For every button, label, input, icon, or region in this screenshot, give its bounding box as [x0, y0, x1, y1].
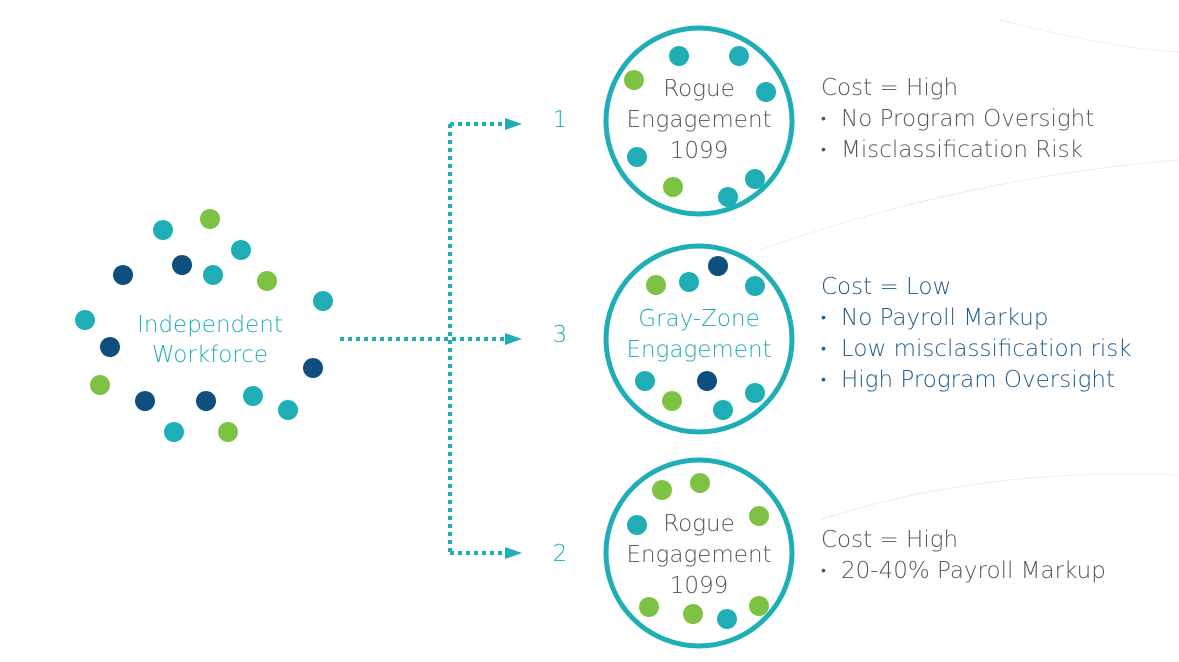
bullet-item: • No Program Oversight: [821, 104, 1094, 135]
decor-dot: [624, 70, 644, 90]
decor-dot: [257, 271, 277, 291]
decor-dot: [745, 169, 765, 189]
circle-label-gray-zone: Gray-Zone Engagement: [604, 304, 794, 366]
cost-label: Cost = High: [821, 75, 959, 101]
decor-dot: [718, 187, 738, 207]
bullet-icon: •: [821, 563, 826, 579]
decor-dot: [683, 604, 703, 624]
circle-label-line: Rogue: [663, 511, 735, 537]
branch-number-2: 2: [552, 541, 568, 567]
bullet-text: Low misclassification risk: [841, 336, 1132, 362]
bullet-item: • Misclassification Risk: [821, 135, 1094, 166]
decor-dot: [627, 515, 647, 535]
circle-label-rogue-2: Rogue Engagement 1099: [604, 509, 794, 602]
decor-dot: [75, 310, 95, 330]
bullet-item: • Low misclassification risk: [821, 334, 1132, 365]
circle-label-line: Engagement: [626, 542, 772, 568]
decor-dot: [278, 400, 298, 420]
circle-label-line: Engagement: [626, 107, 772, 133]
circle-label-line: Gray-Zone: [638, 306, 760, 332]
connector-lines: [340, 122, 505, 555]
bullet-text: No Payroll Markup: [841, 305, 1049, 331]
decor-dot: [135, 391, 155, 411]
decor-dot: [749, 506, 769, 526]
circle-label-rogue-1: Rogue Engagement 1099: [604, 74, 794, 167]
bullet-icon: •: [821, 310, 826, 326]
decor-dot: [679, 272, 699, 292]
decor-dot: [652, 480, 672, 500]
cost-label: Cost = High: [821, 527, 959, 553]
decor-dot: [200, 209, 220, 229]
decor-dot: [713, 400, 733, 420]
decor-dot: [669, 46, 689, 66]
bullet-icon: •: [821, 111, 826, 127]
description-branch-2: Cost = High • 20-40% Payroll Markup: [821, 525, 1106, 587]
arrowhead-2: [505, 547, 522, 559]
bullet-icon: •: [821, 341, 826, 357]
decor-dot: [745, 276, 765, 296]
source-label-line-2: Workforce: [151, 342, 269, 368]
decor-dot: [662, 391, 682, 411]
decor-dot: [303, 358, 323, 378]
source-label: Independent Workforce: [120, 310, 300, 370]
decor-dot: [697, 371, 717, 391]
independent-workforce-dots: [75, 209, 333, 442]
arrowheads: [505, 118, 522, 559]
bullet-text: High Program Oversight: [841, 367, 1116, 393]
circle-rogue-1: [603, 25, 795, 217]
decor-dot: [646, 275, 666, 295]
decor-dot: [100, 337, 120, 357]
decor-dot: [243, 386, 263, 406]
circle-label-line: Engagement: [626, 337, 772, 363]
decor-dot: [708, 256, 728, 276]
decor-dot: [639, 597, 659, 617]
description-branch-1: Cost = High • No Program Oversight • Miscl…: [821, 73, 1094, 166]
decor-dot: [690, 473, 710, 493]
bullet-text: No Program Oversight: [841, 106, 1095, 132]
bullet-item: • 20-40% Payroll Markup: [821, 556, 1106, 587]
decor-dot: [313, 291, 333, 311]
decor-dot: [218, 422, 238, 442]
decor-dot: [172, 255, 192, 275]
decor-dot: [663, 177, 683, 197]
decor-dot: [113, 265, 133, 285]
decor-dot: [717, 609, 737, 629]
background-decoration: [759, 19, 1179, 521]
branch-number-1: 1: [552, 107, 568, 133]
decor-dot: [749, 596, 769, 616]
source-label-line-1: Independent: [137, 312, 283, 338]
branch-number-3: 3: [552, 322, 568, 348]
decor-dot: [729, 46, 749, 66]
circle-label-line: Rogue: [663, 76, 735, 102]
bullet-text: 20-40% Payroll Markup: [841, 558, 1106, 584]
decor-dot: [90, 375, 110, 395]
branch-circles: [603, 25, 795, 649]
decor-dot: [635, 371, 655, 391]
arrowhead-1: [505, 118, 522, 130]
decor-dot: [196, 391, 216, 411]
description-branch-3: Cost = Low • No Payroll Markup • Low miscl…: [821, 272, 1132, 396]
bullet-icon: •: [821, 372, 826, 388]
circle-gray-zone: [603, 243, 795, 435]
bullet-icon: •: [821, 142, 826, 158]
decor-dot: [153, 220, 173, 240]
decor-dot: [203, 265, 223, 285]
circle-rogue-2: [603, 457, 795, 649]
decor-dot: [627, 147, 647, 167]
decor-dot: [756, 82, 776, 102]
circle-label-line: 1099: [669, 573, 729, 599]
bullet-item: • High Program Oversight: [821, 365, 1132, 396]
circle-dots: [624, 46, 776, 629]
arrowhead-3: [505, 333, 522, 345]
decor-dot: [164, 422, 184, 442]
bullet-item: • No Payroll Markup: [821, 303, 1132, 334]
cost-label: Cost = Low: [821, 274, 952, 300]
decor-dot: [745, 383, 765, 403]
bullet-text: Misclassification Risk: [841, 137, 1083, 163]
decor-dot: [231, 240, 251, 260]
circle-label-line: 1099: [669, 138, 729, 164]
